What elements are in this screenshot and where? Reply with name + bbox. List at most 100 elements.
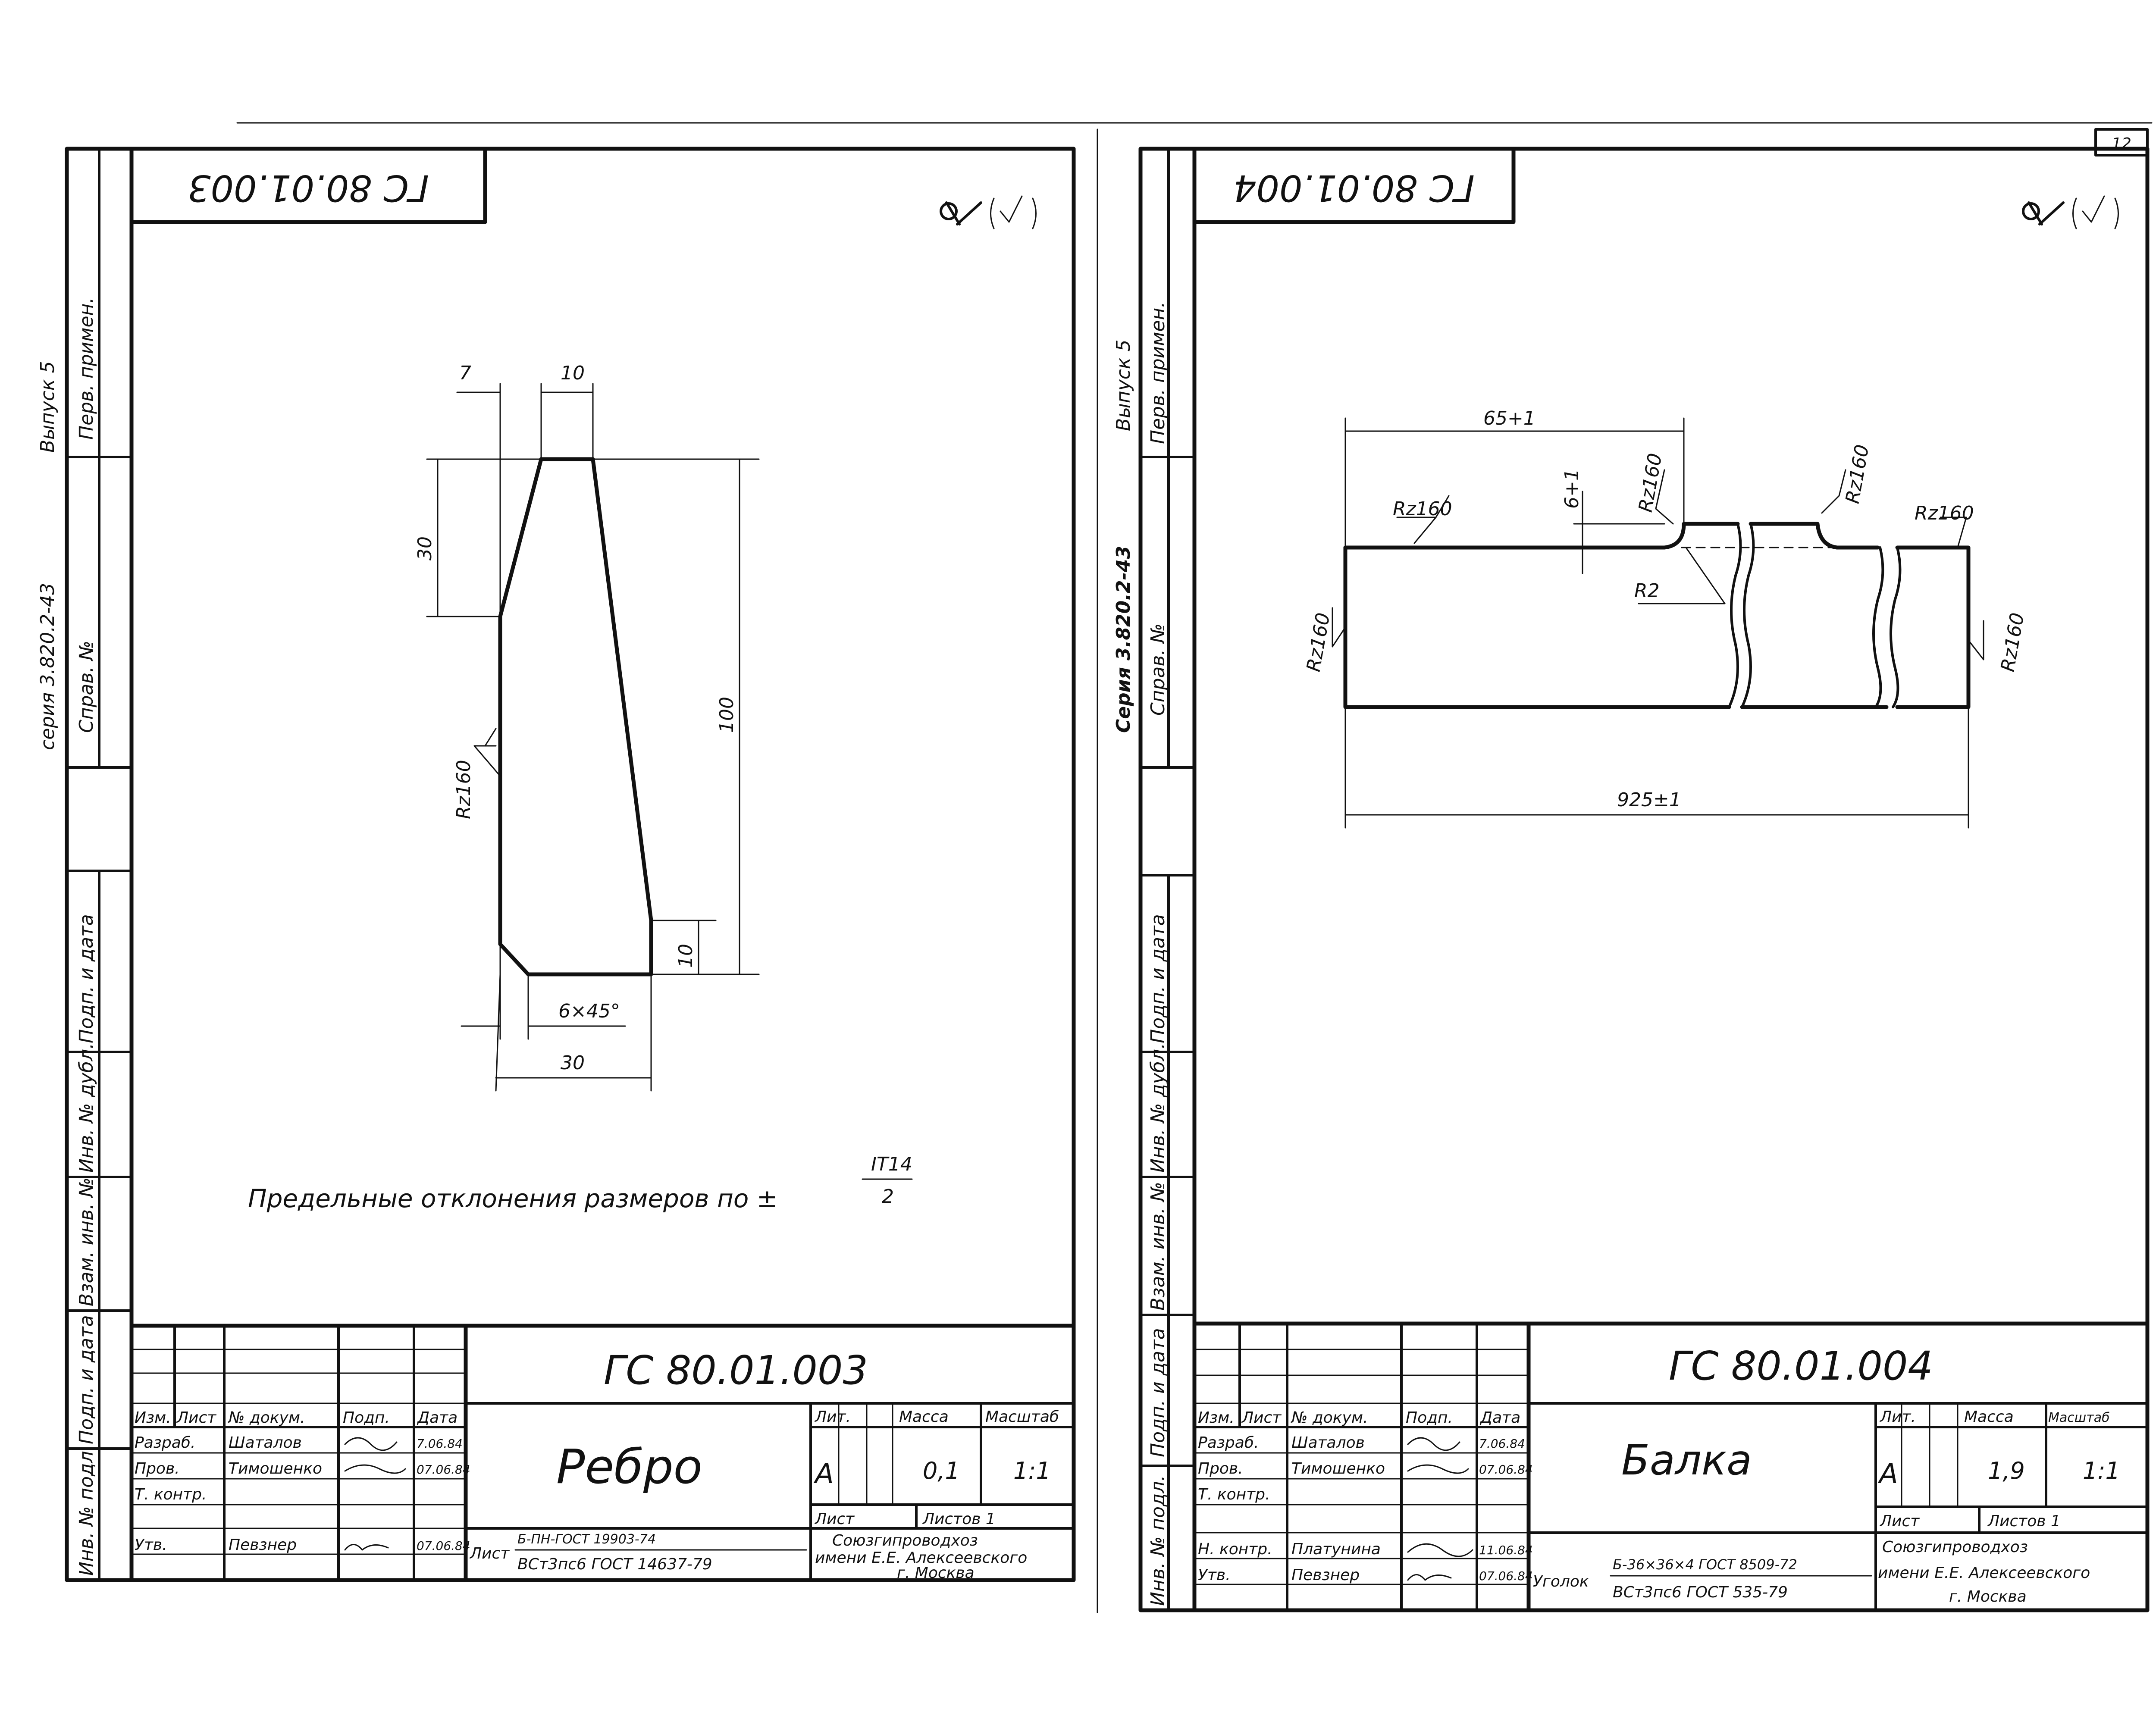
left-frame — [129, 147, 1076, 1582]
left-tb-listov-label: Листов 1 — [922, 1510, 996, 1528]
left-tb-masshtab: 1:1 — [1013, 1457, 1051, 1484]
left-dim-chamfer: 6×45° — [558, 1000, 620, 1022]
left-title-block — [129, 1324, 1076, 1582]
right-inv-podl: Инв. № подл. — [1147, 1475, 1169, 1606]
right-dim-6: 6+1 — [1561, 469, 1583, 509]
right-roughness-icon — [2022, 195, 2119, 229]
left-dim-100: 100 — [716, 697, 738, 733]
rib-outline — [498, 457, 653, 977]
left-perv-primen: Перв. примен. — [75, 297, 97, 440]
left-tb-name-3: Певзнер — [229, 1536, 297, 1554]
left-tb-ndokum: № докум. — [228, 1409, 305, 1427]
left-tb-name: Ребро — [556, 1439, 702, 1494]
left-inv-podl: Инв. № подл. — [75, 1445, 97, 1576]
right-tb-org2: имени Е.Е. Алексеевского — [1878, 1564, 2090, 1582]
right-tb-material-top: Б-36×36×4 ГОСТ 8509-72 — [1613, 1556, 1797, 1573]
left-tb-org1: Союзгипроводхоз — [832, 1532, 978, 1549]
left-tb-date-1: 07.06.84 — [417, 1462, 470, 1477]
left-dim-30-bottom: 30 — [561, 1052, 585, 1074]
left-seriya: серия 3.820.2-43 — [37, 583, 59, 750]
left-tb-podp: Подп. — [343, 1409, 390, 1427]
left-tb-material-prefix: Лист — [469, 1545, 510, 1562]
left-tb-lit-label: Лит. — [814, 1408, 851, 1426]
left-vzam-inv: Взам. инв. № — [75, 1177, 97, 1306]
left-tb-name-0: Шаталов — [229, 1434, 302, 1452]
right-tb-massa-label: Масса — [1964, 1408, 2014, 1426]
right-tb-role-1: Пров. — [1198, 1460, 1243, 1477]
right-dim-65: 65+1 — [1483, 407, 1536, 429]
left-dim-7: 7 — [459, 362, 471, 384]
right-signatures — [1407, 1437, 1473, 1581]
left-top-code: ГС 80.01.003 — [188, 167, 429, 209]
left-tb-massa-label: Масса — [899, 1408, 949, 1426]
left-tb-lit: А — [813, 1458, 834, 1490]
right-tb-lit-label: Лит. — [1879, 1408, 1916, 1426]
right-part-drawing — [1332, 417, 1984, 829]
left-podp-data-1: Подп. и дата — [75, 914, 97, 1043]
right-podp-data-1: Подп. и дата — [1147, 914, 1169, 1043]
right-tb-massa: 1,9 — [1988, 1457, 2025, 1484]
left-tb-data: Дата — [417, 1409, 458, 1427]
right-tb-material-bottom: ВСт3пс6 ГОСТ 535-79 — [1613, 1584, 1788, 1601]
right-rz-c: Rz160 — [1842, 443, 1874, 505]
right-top-code: ГС 80.01.004 — [1233, 167, 1475, 209]
left-tb-role-1: Пров. — [135, 1460, 180, 1477]
left-vypusk: Выпуск 5 — [37, 361, 59, 453]
left-tolerance-note: Предельные отклонения размеров по ± — [248, 1184, 777, 1213]
page-number-box: 12 — [2094, 128, 2149, 157]
left-tolerance-den: 2 — [882, 1186, 894, 1208]
right-rz-e: Rz160 — [1303, 611, 1335, 673]
right-tb-masshtab-label: Масштаб — [2048, 1410, 2110, 1425]
right-vypusk: Выпуск 5 — [1112, 340, 1134, 431]
left-sheet: Выпуск 5 Перв. примен. серия 3.820.2-43 … — [37, 147, 1076, 1582]
right-tb-lit: А — [1877, 1458, 1898, 1490]
right-code-box — [1192, 147, 1516, 224]
left-tb-org3: г. Москва — [897, 1564, 975, 1582]
left-podp-data-2: Подп. и дата — [75, 1315, 97, 1444]
right-sheet: Выпуск 5 Перв. примен. Серия 3.820.2-43 … — [1112, 147, 2150, 1612]
right-perv-primen: Перв. примен. — [1147, 302, 1169, 444]
left-tb-designation: ГС 80.01.003 — [604, 1347, 868, 1393]
right-seriya: Серия 3.820.2-43 — [1112, 546, 1134, 733]
right-dim-925: 925±1 — [1617, 789, 1681, 811]
left-tb-date-0: 7.06.84 — [417, 1437, 463, 1451]
right-tb-designation: ГС 80.01.004 — [1669, 1343, 1933, 1389]
right-tb-org3: г. Москва — [1949, 1588, 2027, 1606]
right-tb-material-prefix: Уголок — [1533, 1573, 1589, 1590]
right-rz-a: Rz160 — [1393, 498, 1452, 520]
left-tb-masshtab-label: Масштаб — [985, 1408, 1059, 1426]
right-tb-list: Лист — [1241, 1409, 1282, 1427]
right-rz-d: Rz160 — [1915, 502, 1974, 524]
right-title-block — [1192, 1321, 2150, 1612]
left-part-drawing — [426, 383, 760, 1092]
right-tb-role-3: Н. контр. — [1198, 1540, 1272, 1558]
right-tb-date-1: 07.06.84 — [1479, 1462, 1533, 1477]
left-tb-org2: имени Е.Е. Алексеевского — [815, 1549, 1027, 1567]
right-tb-data: Дата — [1479, 1409, 1520, 1427]
right-tb-list-label: Лист — [1879, 1512, 1920, 1530]
left-dim-30-left: 30 — [414, 536, 436, 560]
right-tb-ndokum: № докум. — [1291, 1409, 1368, 1427]
right-tb-role-2: Т. контр. — [1198, 1486, 1270, 1503]
right-tb-date-3: 11.06.84 — [1479, 1543, 1533, 1557]
left-tb-name-1: Тимошенко — [229, 1460, 322, 1477]
right-tb-date-4: 07.06.84 — [1479, 1569, 1533, 1583]
right-dim-r2: R2 — [1634, 580, 1660, 602]
right-tb-date-0: 7.06.84 — [1479, 1437, 1525, 1451]
right-podp-data-2: Подп. и дата — [1147, 1328, 1169, 1457]
right-tb-org1: Союзгипроводхоз — [1882, 1538, 2028, 1556]
left-roughness-icon — [940, 195, 1037, 229]
left-rz: Rz160 — [453, 760, 475, 819]
left-tb-list: Лист — [176, 1409, 216, 1427]
left-dim-10-right: 10 — [675, 944, 697, 968]
right-tb-role-0: Разраб. — [1198, 1434, 1259, 1452]
right-tb-name-1: Тимошенко — [1291, 1460, 1385, 1477]
left-tb-role-0: Разраб. — [135, 1434, 195, 1452]
left-signatures — [344, 1437, 406, 1551]
right-tb-masshtab: 1:1 — [2083, 1457, 2120, 1484]
left-dim-10-top: 10 — [561, 362, 585, 384]
left-inv-dubl: Инв. № дубл. — [75, 1043, 97, 1173]
left-tolerance-num: IT14 — [871, 1153, 912, 1175]
left-tb-date-3: 07.06.84 — [417, 1539, 470, 1553]
